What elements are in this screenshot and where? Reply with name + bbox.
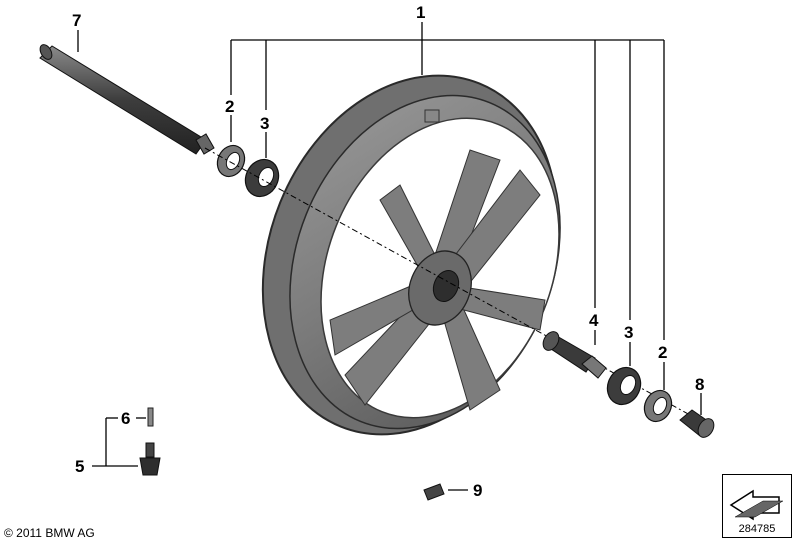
spacer-sleeve bbox=[542, 331, 607, 379]
callout-8: 8 bbox=[695, 375, 704, 394]
bearing-right bbox=[606, 366, 642, 406]
callout-2-left: 2 bbox=[225, 97, 234, 116]
reference-box: 284785 bbox=[722, 474, 792, 538]
callout-bracket-top bbox=[230, 22, 665, 340]
bearing-left bbox=[244, 158, 280, 198]
callout-1: 1 bbox=[416, 3, 425, 22]
wheel-rim bbox=[261, 74, 561, 436]
axle-part bbox=[39, 30, 215, 155]
callout-4: 4 bbox=[589, 311, 599, 330]
reference-arrow-icon bbox=[729, 489, 784, 521]
callout-3-right: 3 bbox=[624, 323, 633, 342]
small-part-9 bbox=[423, 483, 468, 501]
callout-3-left: 3 bbox=[260, 114, 269, 133]
reference-number: 284785 bbox=[738, 523, 776, 535]
callout-6: 6 bbox=[121, 409, 130, 428]
callout-2-right: 2 bbox=[658, 343, 667, 362]
valve-parts bbox=[92, 407, 161, 476]
spacer-ring-right bbox=[643, 389, 673, 423]
valve-stem bbox=[139, 442, 161, 476]
bushing-part bbox=[679, 393, 715, 438]
copyright-text: © 2011 BMW AG bbox=[4, 526, 95, 540]
spacer-ring-left bbox=[216, 144, 246, 178]
axis-line bbox=[204, 147, 691, 416]
valve-core bbox=[147, 407, 154, 427]
callout-7: 7 bbox=[72, 11, 81, 30]
callout-5: 5 bbox=[75, 457, 84, 476]
callout-9: 9 bbox=[473, 481, 482, 500]
